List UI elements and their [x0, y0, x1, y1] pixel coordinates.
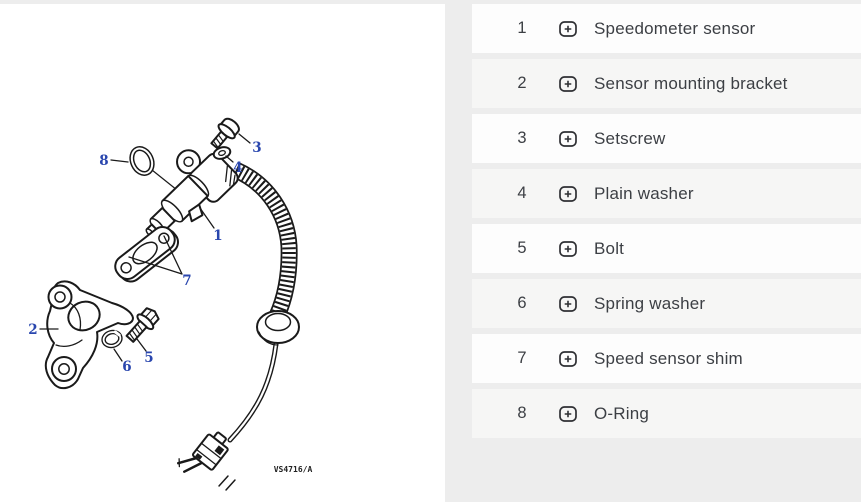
callout-1: 1	[213, 228, 222, 244]
part-row-5[interactable]: 5 Bolt	[472, 224, 861, 273]
part-label: O-Ring	[594, 403, 650, 423]
grommet-drawing	[256, 310, 300, 346]
plus-in-rounded-square-icon	[559, 240, 577, 257]
exploded-parts-diagram: 1 2 3 4 5 6 7 8 VS4716/A	[28, 117, 313, 491]
part-label: Spring washer	[594, 293, 706, 313]
plus-in-rounded-square-icon	[559, 130, 577, 147]
callout-4: 4	[233, 160, 242, 176]
diagram-code: VS4716/A	[274, 465, 313, 474]
part-number: 8	[517, 404, 527, 422]
speedometer-sensor-drawing	[145, 149, 239, 237]
plus-in-rounded-square-icon	[559, 185, 577, 202]
part-row-6[interactable]: 6 Spring washer	[472, 279, 861, 328]
part-row-7[interactable]: 7 Speed sensor shim	[472, 334, 861, 383]
plus-in-rounded-square-icon	[559, 75, 577, 92]
part-row-8[interactable]: 8 O-Ring	[472, 389, 861, 438]
diagram-panel: 1 2 3 4 5 6 7 8 VS4716/A	[0, 4, 445, 502]
part-label: Bolt	[594, 238, 625, 258]
part-label: Speedometer sensor	[594, 18, 756, 38]
part-row-1[interactable]: 1 Speedometer sensor	[472, 4, 861, 53]
part-number: 5	[517, 239, 527, 257]
part-number: 4	[517, 184, 527, 202]
o-ring-drawing	[129, 146, 155, 176]
callout-5: 5	[144, 350, 153, 366]
part-label: Setscrew	[594, 128, 666, 148]
part-label: Sensor mounting bracket	[594, 73, 788, 93]
expand-part-button[interactable]	[559, 130, 577, 147]
plus-in-rounded-square-icon	[559, 295, 577, 312]
spring-washer-drawing	[101, 329, 123, 349]
callout-6: 6	[122, 359, 131, 375]
callout-3: 3	[252, 140, 261, 156]
connector-drawing	[176, 431, 229, 473]
part-number: 2	[517, 74, 527, 92]
expand-part-button[interactable]	[559, 295, 577, 312]
expand-part-button[interactable]	[559, 240, 577, 257]
part-number: 3	[517, 129, 527, 147]
expand-part-button[interactable]	[559, 350, 577, 367]
bolt-drawing	[125, 307, 160, 343]
bracket-drawing	[44, 280, 134, 390]
plus-in-rounded-square-icon	[559, 20, 577, 37]
part-row-3[interactable]: 3 Setscrew	[472, 114, 861, 163]
part-label: Plain washer	[594, 183, 694, 203]
expand-part-button[interactable]	[559, 20, 577, 37]
cable-break-marks	[218, 475, 236, 491]
part-row-2[interactable]: 2 Sensor mounting bracket	[472, 59, 861, 108]
expand-part-button[interactable]	[559, 185, 577, 202]
cable-drawing	[218, 341, 279, 491]
part-row-4[interactable]: 4 Plain washer	[472, 169, 861, 218]
expand-part-button[interactable]	[559, 75, 577, 92]
part-number: 6	[517, 294, 527, 312]
setscrew-drawing	[210, 117, 240, 150]
part-number: 7	[517, 349, 527, 367]
parts-list: 1 Speedometer sensor 2 Sensor mounting b…	[472, 4, 861, 444]
part-number: 1	[517, 19, 527, 37]
part-label: Speed sensor shim	[594, 348, 743, 368]
callout-8: 8	[99, 153, 108, 169]
leader-lines	[39, 133, 251, 362]
cable-coil-drawing	[232, 162, 298, 320]
plus-in-rounded-square-icon	[559, 405, 577, 422]
callout-2: 2	[28, 322, 37, 338]
expand-part-button[interactable]	[559, 405, 577, 422]
plus-in-rounded-square-icon	[559, 350, 577, 367]
callout-7: 7	[182, 273, 191, 289]
